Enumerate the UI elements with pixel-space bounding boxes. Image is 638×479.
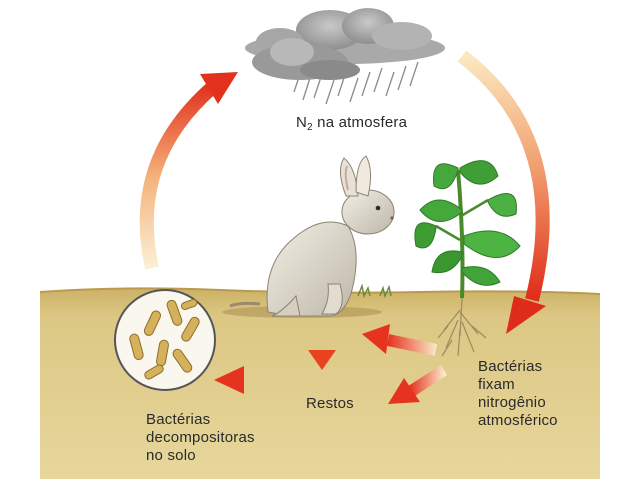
decomposer-bacteria-line: decompositoras — [146, 429, 255, 446]
atmosphere-subscript: 2 — [307, 122, 313, 133]
rabbit-icon — [222, 155, 395, 318]
decomposer-bacteria-label: Bactérias decompositoras no solo — [146, 411, 296, 465]
fixing-bacteria-label: Bactérias fixam nitrogênio atmosférico — [478, 358, 598, 430]
fixing-bacteria-line: fixam — [478, 376, 515, 393]
bacteria-circle-icon — [114, 289, 216, 391]
fixing-bacteria-line: nitrogênio — [478, 394, 546, 411]
atmosphere-label: N2 na atmosfera — [296, 114, 407, 137]
arrow-icon — [362, 324, 438, 356]
fixing-bacteria-line: atmosférico — [478, 412, 558, 429]
arrow-icon — [457, 50, 550, 334]
arrow-icon — [388, 364, 448, 404]
decomposer-bacteria-line: Bactérias — [146, 411, 211, 428]
atmosphere-prefix: N — [296, 114, 308, 131]
arrow-icon — [139, 72, 238, 270]
atmosphere-suffix: na atmosfera — [312, 114, 408, 131]
rain-cloud-icon — [245, 8, 445, 105]
decomposer-bacteria-line: no solo — [146, 447, 196, 464]
fixing-bacteria-line: Bactérias — [478, 358, 543, 375]
arrow-icon — [308, 326, 336, 370]
arrow-icon — [214, 366, 300, 394]
plant-icon — [414, 160, 521, 357]
remains-label: Restos — [306, 395, 354, 412]
